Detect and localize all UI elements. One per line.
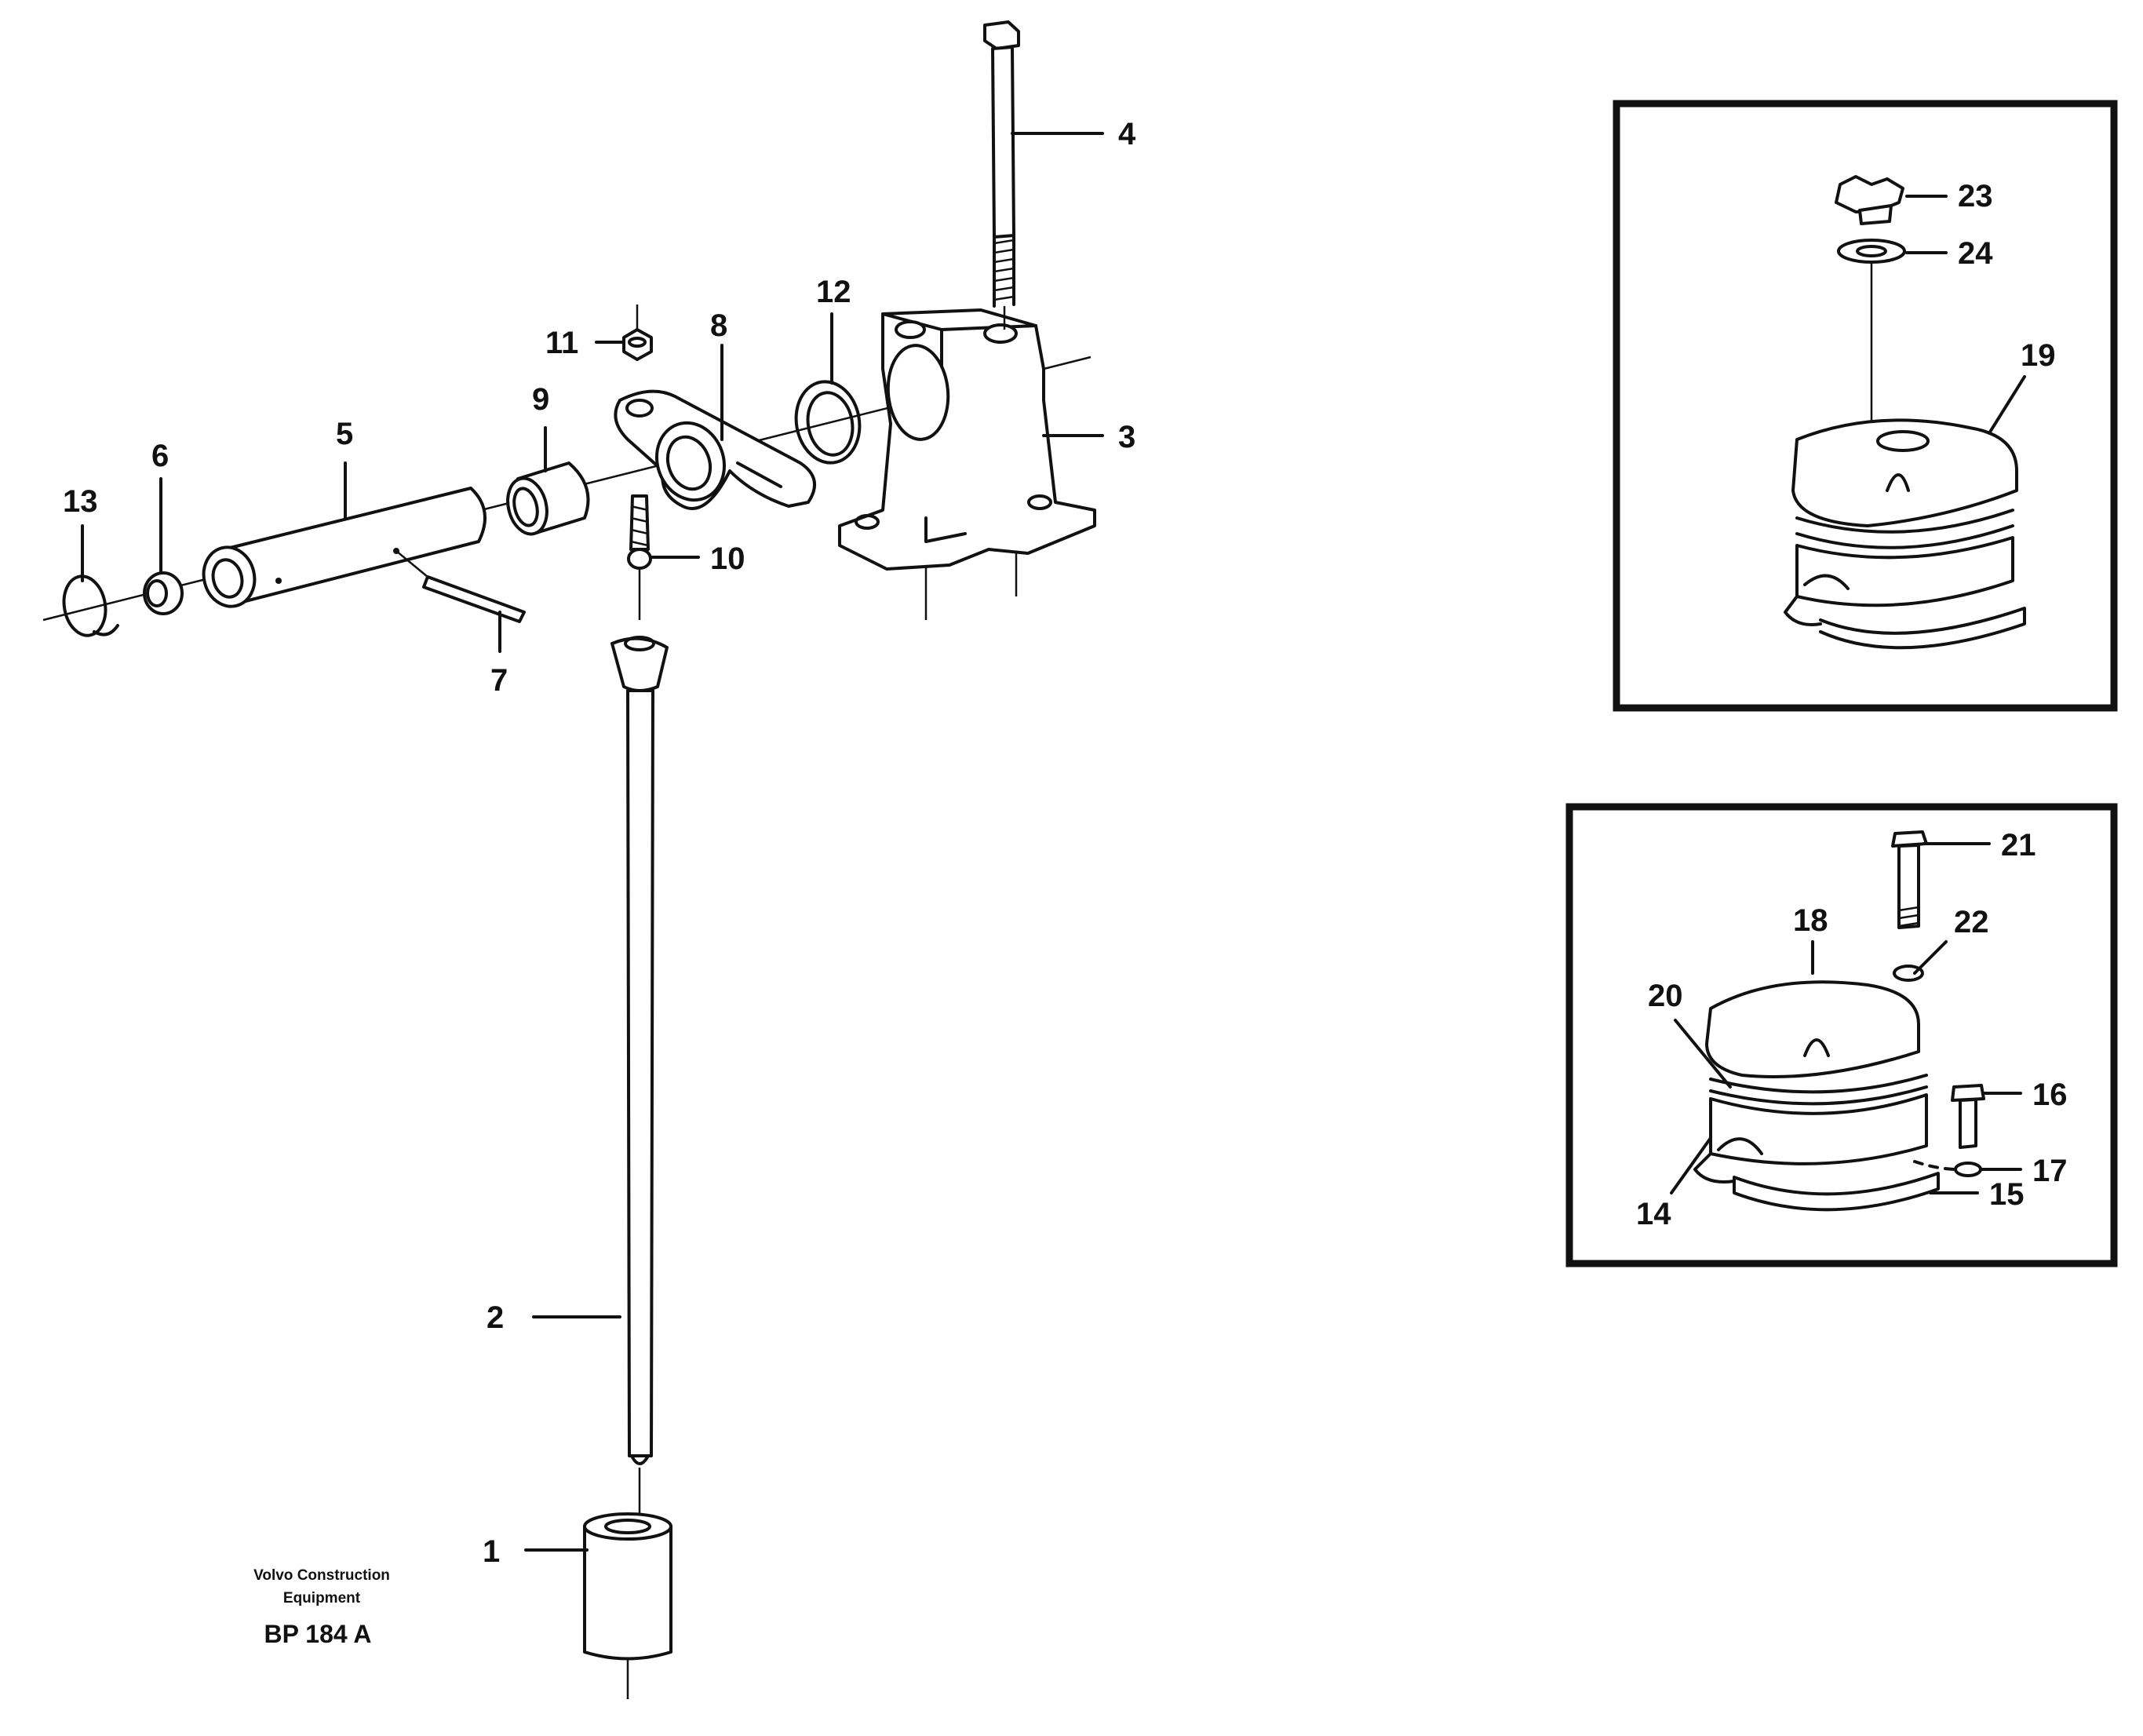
caption-drawing-code: BP 184 A: [264, 1620, 372, 1648]
caption-company: Volvo Construction: [253, 1567, 390, 1584]
label-16: 16: [2032, 1078, 2068, 1112]
label-2: 2: [487, 1300, 504, 1335]
part-9-bushing: [506, 461, 590, 536]
part-20-gasket: [1709, 1074, 1928, 1106]
part-16-screw: [1951, 1084, 1985, 1149]
part-17-washer: [1954, 1162, 1982, 1177]
part-4-long-bolt: [983, 20, 1020, 330]
part-5-rocker-shaft: [202, 487, 487, 608]
part-6-washer: [143, 571, 184, 615]
label-7: 7: [490, 663, 508, 698]
label-14: 14: [1636, 1197, 1671, 1231]
part-3-rocker-bracket: [838, 308, 1096, 620]
part-10-adjusting-screw: [627, 494, 652, 620]
part-23-breather-knob: [1835, 175, 1904, 225]
label-4: 4: [1118, 117, 1136, 151]
part-8-rocker-arm: [614, 389, 816, 510]
part-14-cover-base: [1693, 1093, 1928, 1183]
label-20: 20: [1648, 979, 1683, 1013]
label-13: 13: [63, 484, 98, 519]
label-18: 18: [1793, 903, 1828, 938]
label-9: 9: [532, 382, 549, 417]
label-17: 17: [2032, 1154, 2068, 1188]
inset-bottom-right: [1565, 803, 2118, 1267]
label-6: 6: [151, 439, 169, 473]
part-7-pin: [395, 550, 526, 623]
label-19: 19: [2021, 338, 2056, 373]
inset-top-right: [1613, 100, 2118, 712]
diagram-caption: Volvo Construction Equipment BP 184 A: [253, 1567, 390, 1648]
part-12-seal-ring: [794, 380, 862, 465]
label-11: 11: [545, 326, 578, 360]
part-22-washer: [1893, 965, 1924, 982]
label-23: 23: [1958, 179, 1993, 213]
part-13-circlip: [62, 574, 119, 637]
label-22: 22: [1954, 905, 1989, 939]
label-3: 3: [1118, 420, 1135, 454]
label-5: 5: [336, 417, 353, 451]
label-15: 15: [1989, 1177, 2025, 1212]
part-labels: 4 3 12 8 11 9 5 6 13 10 7 2 1 23 24 19 2…: [63, 117, 2068, 1569]
part-21-bolt: [1891, 830, 1928, 929]
part-19-valve-cover: [1784, 418, 2026, 650]
part-1-tappet: [583, 1512, 672, 1699]
leader-lines: [81, 132, 1104, 1552]
part-15-gasket: [1733, 1172, 1940, 1212]
label-24: 24: [1958, 236, 1993, 271]
label-1: 1: [483, 1534, 500, 1569]
part-11-nut: [622, 305, 653, 361]
label-12: 12: [816, 275, 851, 309]
part-18-valve-cover: [1705, 980, 1920, 1078]
caption-company-line2: Equipment: [283, 1590, 361, 1607]
label-10: 10: [710, 542, 745, 576]
label-8: 8: [710, 308, 727, 343]
label-21: 21: [2001, 828, 2036, 863]
part-2-push-rod: [610, 636, 669, 1519]
part-24-washer: [1837, 239, 1906, 264]
